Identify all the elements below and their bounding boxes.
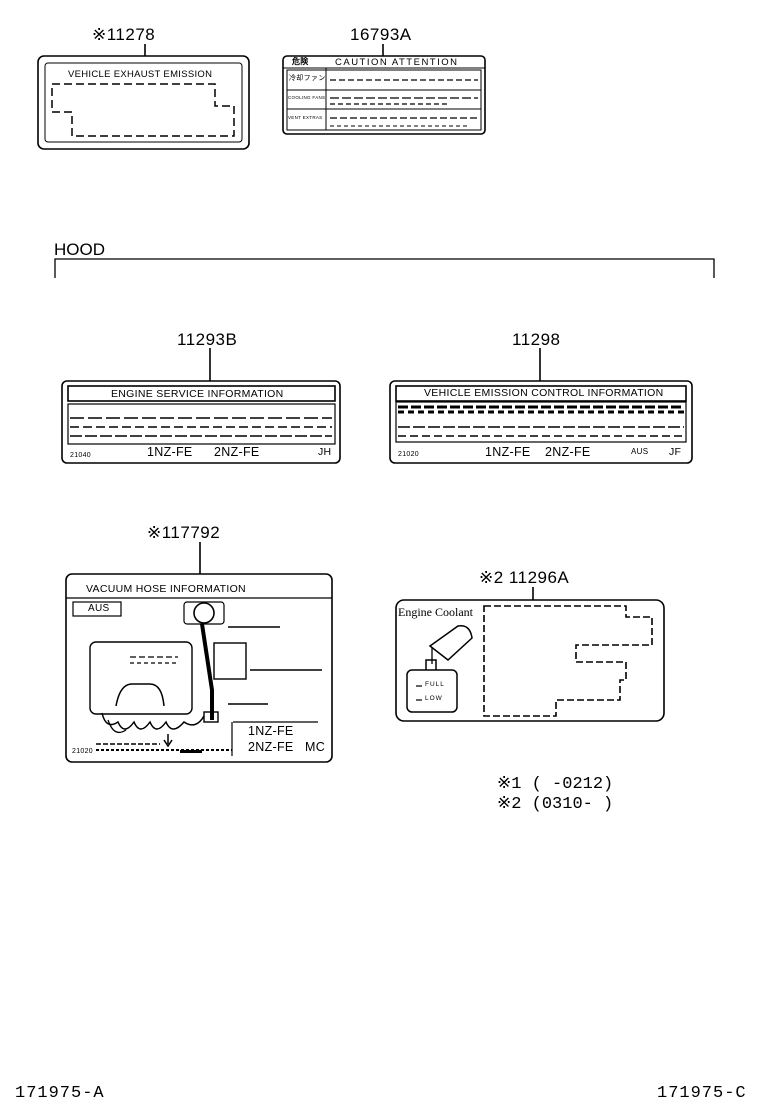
service-engine-2: 2NZ-FE xyxy=(214,445,260,459)
vacuum-engine-1: 1NZ-FE xyxy=(248,724,294,738)
part-number-11278: ※11278 xyxy=(92,25,156,44)
emission-label-title: VEHICLE EMISSION CONTROL INFORMATION xyxy=(424,387,664,399)
coolant-low-mark: LOW xyxy=(425,695,443,702)
figure-code-left: 171975-A xyxy=(15,1084,105,1103)
part-number-11293b: 11293B xyxy=(177,330,238,349)
service-engine-1: 1NZ-FE xyxy=(147,445,193,459)
service-label-title: ENGINE SERVICE INFORMATION xyxy=(111,388,284,400)
label-11296a-outline xyxy=(395,599,665,722)
emission-engine-2: 2NZ-FE xyxy=(545,445,591,459)
figure-code-right: 171975-C xyxy=(657,1084,747,1103)
vacuum-label-title: VACUUM HOSE INFORMATION xyxy=(86,583,246,595)
part-number-11296a: ※2 11296A xyxy=(479,568,570,587)
label-11278-outline xyxy=(37,55,250,150)
service-suffix: JH xyxy=(318,446,332,458)
coolant-label-title: Engine Coolant xyxy=(398,605,473,619)
emission-label-code: 21020 xyxy=(398,451,419,458)
section-title-hood: HOOD xyxy=(54,240,105,259)
vacuum-suffix: MC xyxy=(305,740,326,754)
exhaust-label-title: VEHICLE EXHAUST EMISSION xyxy=(68,69,213,80)
part-number-117792: ※117792 xyxy=(147,523,221,542)
note-2: ※2 (0310- ) xyxy=(497,795,614,814)
label-117792-outline xyxy=(65,573,333,763)
service-label-code: 21040 xyxy=(70,452,91,459)
caution-row-1: 冷却ファン xyxy=(289,75,326,82)
part-number-16793a: 16793A xyxy=(350,25,412,44)
vacuum-engine-2: 2NZ-FE xyxy=(248,740,294,754)
hood-bracket xyxy=(54,258,715,278)
vacuum-region: AUS xyxy=(88,603,110,614)
note-1: ※1 ( -0212) xyxy=(497,775,614,794)
part-number-11298: 11298 xyxy=(512,330,561,349)
caution-label-title: CAUTION ATTENTION xyxy=(335,57,459,68)
vacuum-label-code: 21020 xyxy=(72,748,93,755)
caution-row-2: COOLING FANS xyxy=(288,95,326,100)
label-11298-outline xyxy=(389,380,693,464)
coolant-full-mark: FULL xyxy=(425,681,445,688)
label-16793a-outline xyxy=(282,55,486,135)
emission-region: AUS xyxy=(631,447,649,456)
caution-row-3: VENT EXTRAS xyxy=(288,115,323,120)
emission-suffix: JF xyxy=(669,446,682,458)
label-11293b-outline xyxy=(61,380,341,464)
emission-engine-1: 1NZ-FE xyxy=(485,445,531,459)
caution-label-jp: 危険 xyxy=(292,57,309,66)
